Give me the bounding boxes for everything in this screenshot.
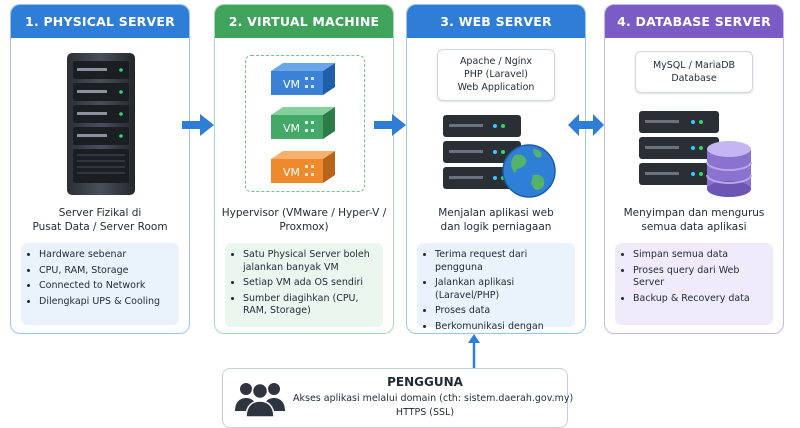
card-web-server: 3. WEB SERVER Apache / Nginx PHP (Larave… [406,4,586,334]
feature-list: Terima request dari pengguna Jalankan ap… [417,243,575,332]
card-title: 3. WEB SERVER [407,5,585,38]
vm-group [245,55,365,192]
card-description: Hypervisor (VMware / Hyper-V / Proxmox) [221,207,387,233]
double-arrow-icon [568,114,604,136]
list-item: Proses query dari Web Server [633,265,767,290]
list-item: Connected to Network [39,280,173,293]
svg-text:VM: VM [283,78,300,91]
list-item: Proses data [435,305,569,318]
list-item: Dilengkapi UPS & Cooling [39,296,173,309]
card-title: 1. PHYSICAL SERVER [11,5,189,38]
card-title: 2. VIRTUAL MACHINE [215,5,393,38]
card-description: Menjalan aplikasi web dan logik perniaga… [438,207,554,233]
user-title: PENGGUNA [387,375,463,389]
feature-list: Hardware sebenar CPU, RAM, Storage Conne… [21,243,179,325]
list-item: Setiap VM ada OS sendiri [243,277,377,290]
card-virtual-machine: 2. VIRTUAL MACHINE VM VM VM [214,4,394,334]
list-item: Terima request dari pengguna [435,249,569,274]
card-physical-server: 1. PHYSICAL SERVER Server Fizikal di Pus… [10,4,190,334]
arrow-up-icon [468,334,480,369]
arrow-right-icon [182,114,214,136]
arrow-right-icon [374,114,406,136]
feature-list: Satu Physical Server boleh jalankan bany… [225,243,383,327]
card-title: 4. DATABASE SERVER [605,5,783,38]
card-description: Server Fizikal di Pusat Data / Server Ro… [32,207,168,233]
feature-list: Simpan semua data Proses query dari Web … [615,243,773,325]
users-icon [235,382,285,418]
list-item: Simpan semua data [633,249,767,262]
svg-text:VM: VM [283,122,300,135]
user-box: PENGGUNA Akses aplikasi melalui domain (… [222,368,574,428]
server-tower-icon [67,53,135,195]
card-database-server: 4. DATABASE SERVER MySQL / MariaDB Datab… [604,4,784,334]
list-item: Hardware sebenar [39,249,173,262]
svg-text:VM: VM [283,166,300,179]
list-item: Satu Physical Server boleh jalankan bany… [243,249,377,274]
vm-stack-icon: VM VM VM [271,63,335,183]
list-item: Backup & Recovery data [633,293,767,306]
list-item: CPU, RAM, Storage [39,265,173,278]
database-server-icon [639,111,752,197]
web-server-globe-icon [443,115,556,198]
list-item: Jalankan aplikasi (Laravel/PHP) [435,277,569,302]
user-protocol-text: HTTPS (SSL) [395,407,455,418]
card-description: Menyimpan dan mengurus semua data aplika… [623,207,765,233]
user-access-text: Akses aplikasi melalui domain (cth: sist… [293,393,574,404]
list-item: Sumber diagihkan (CPU, RAM, Storage) [243,293,377,318]
software-stack-box: Apache / Nginx PHP (Laravel) Web Applica… [437,49,555,101]
list-item: Berkomunikasi dengan Database Server [435,321,569,334]
database-engine-box: MySQL / MariaDB Database [635,51,753,93]
